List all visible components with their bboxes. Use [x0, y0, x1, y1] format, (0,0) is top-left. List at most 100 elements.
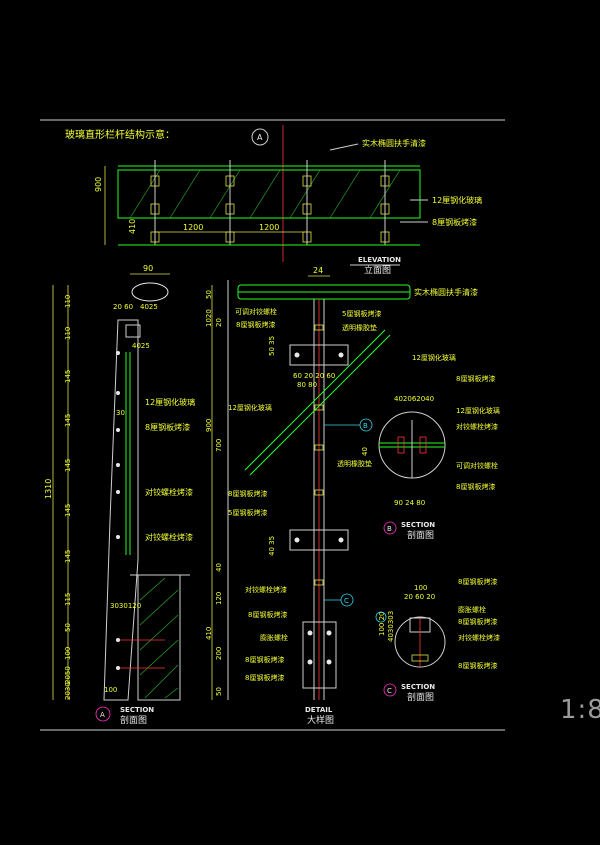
section-b-callout-5: 8厘钢板烤漆	[456, 482, 495, 491]
section-b-callout-2: 12厘钢化玻璃	[456, 406, 500, 415]
drawing-title: 玻璃直形栏杆结构示意：	[65, 128, 175, 141]
section-b-label-en: SECTION	[401, 521, 435, 529]
section-a-marker: A	[100, 711, 105, 719]
section-a-slab-hatch	[139, 577, 179, 699]
section-a-callout-3: 对铰螺栓烤漆	[145, 487, 193, 497]
section-a-dim-right-6: 120	[215, 592, 223, 605]
elevation-label-cn: 立面图	[364, 264, 391, 276]
detail-label-cn: 大样图	[307, 714, 334, 726]
section-a-post	[103, 319, 139, 701]
detail-glass-diagonal	[244, 329, 386, 471]
section-c-view: 100 20 60 20 100 20 4030303 8厘钢板烤漆 膨胀螺栓 …	[375, 577, 500, 703]
section-b-dim-40: 40	[361, 447, 369, 456]
detail-callout-9: 对铰螺栓烤漆	[245, 585, 287, 594]
section-a-dim-left-8: 50	[64, 623, 72, 632]
section-a-dim-right-5: 40	[215, 563, 223, 572]
section-a-dim-total: 1310	[44, 479, 53, 499]
detail-label-en: DETAIL	[305, 706, 333, 714]
section-a-dim-30: 30	[116, 409, 125, 417]
elevation-dim-span-1: 1200	[183, 223, 203, 232]
section-a-dim-right-values: 50 1020 20 900 700 40 120 410 200 50	[205, 290, 223, 696]
section-b-marker: B	[387, 525, 392, 533]
section-b-callout-4: 可调对铰螺栓	[456, 461, 498, 470]
scale-label: 1:8	[560, 695, 600, 725]
section-a-dim-base: 3030120	[110, 602, 141, 610]
detail-callout-8: 5厘钢板烤漆	[228, 508, 267, 517]
detail-callout-10: 8厘钢板烤漆	[248, 610, 287, 619]
section-c-dim-top: 100	[414, 584, 427, 592]
section-a-top-plate	[125, 324, 141, 338]
section-a-bolts	[116, 351, 120, 670]
detail-callout-13: 8厘钢板烤漆	[245, 673, 284, 682]
detail-lower-bolt-left	[294, 537, 300, 543]
section-a-handrail-oval	[131, 282, 169, 302]
section-a-callout-4: 对铰螺栓烤漆	[145, 532, 193, 542]
section-b-marker-circle	[383, 521, 397, 535]
section-c-marker: C	[387, 687, 392, 695]
detail-base-bolt-1	[307, 630, 313, 636]
section-c-callout-5: 8厘钢板烤漆	[458, 661, 497, 670]
elevation-marker: A	[257, 133, 263, 142]
section-a-dim-right-3: 900	[205, 419, 213, 432]
detail-upper-bolt-right	[338, 352, 344, 358]
section-a-dim-bottom: 100	[104, 686, 117, 694]
section-a-dim-top-parts-2: 4025	[140, 303, 158, 311]
section-a-callout-1: 12厘钢化玻璃	[145, 397, 195, 407]
section-b-callout-6: 透明橡胶垫	[337, 459, 372, 468]
detail-dim-plate-2: 80 80	[297, 381, 317, 389]
section-a-dim-top-width: 90	[143, 264, 153, 273]
section-c-base	[411, 654, 429, 662]
section-c-dim-side-2: 4030303	[387, 611, 395, 642]
section-b-label-cn: 剖面图	[407, 529, 434, 541]
section-a-dim-left-4: 145	[64, 459, 72, 472]
section-c-label-en: SECTION	[401, 683, 435, 691]
section-a-label-en: SECTION	[120, 706, 154, 714]
section-a-anchor-bolts	[120, 639, 165, 669]
section-a-dim-right-8: 200	[215, 647, 223, 660]
detail-marker-b: B	[363, 422, 368, 430]
detail-callout-0: 实木椭圆扶手清漆	[414, 287, 478, 297]
section-b-callout-3: 对铰螺栓烤漆	[456, 422, 498, 431]
section-b-dim-bottom: 90 24 80	[394, 499, 425, 507]
section-b-view: 402062040 40 90 24 80 8厘钢板烤漆 12厘钢化玻璃 对铰螺…	[337, 374, 500, 541]
elevation-glass-panel	[117, 169, 421, 219]
section-a-dim-left-5: 145	[64, 504, 72, 517]
section-a-dim-left-6: 145	[64, 550, 72, 563]
section-b-bolt-right	[419, 436, 427, 454]
section-a-dim-left-values: 110 110 145 145 145 145 145 115 50 100 2…	[64, 295, 72, 700]
detail-lower-plate	[289, 529, 349, 551]
section-a-dim-right-4: 700	[215, 439, 223, 452]
section-a-dim-right-1: 1020	[205, 309, 213, 327]
detail-callout-3: 5厘钢板烤漆	[342, 309, 381, 318]
detail-upper-plate	[289, 344, 349, 366]
section-a-label-cn: 剖面图	[120, 714, 147, 726]
elevation-callout-2: 12厘钢化玻璃	[432, 195, 482, 205]
detail-base-plate	[302, 621, 337, 689]
detail-dim-lower: 40 35	[268, 536, 276, 556]
detail-lower-bolt-right	[338, 537, 344, 543]
detail-base-bolt-3	[307, 659, 313, 665]
elevation-dim-height: 900	[94, 177, 103, 192]
detail-view: 24 实木椭圆扶手清漆 60 20 20 60 80 80 50 35 40 3…	[227, 266, 478, 726]
section-a-dim-top-parts: 20 60	[113, 303, 133, 311]
section-a-dim-left-11: 2030	[64, 682, 72, 700]
elevation-callout-leader-1	[329, 143, 359, 151]
elevation-glass-hatch	[129, 169, 401, 219]
section-c-marker-b-circle	[375, 611, 387, 623]
detail-callout-12: 8厘钢板烤漆	[245, 655, 284, 664]
detail-base-bolt-2	[326, 630, 332, 636]
elevation-view: A 900 410 1200 1200	[94, 125, 482, 276]
detail-marker-c: C	[344, 597, 349, 605]
section-c-dim-parts: 20 60 20	[404, 593, 435, 601]
section-c-callout-1: 8厘钢板烤漆	[458, 577, 497, 586]
section-a-dim-left-9: 100	[64, 647, 72, 660]
elevation-posts	[150, 160, 390, 245]
elevation-callout-3: 8厘钢板烤漆	[432, 217, 477, 227]
section-c-callout-4: 8厘钢板烤漆	[458, 617, 497, 626]
detail-callout-1: 可调对铰螺栓	[235, 307, 277, 316]
section-c-label-cn: 剖面图	[407, 691, 434, 703]
elevation-callout-1: 实木椭圆扶手清漆	[362, 138, 426, 148]
section-a-view: 90 20 60 4025 4025 30 3030120 100	[44, 264, 223, 726]
detail-callout-11: 膨胀螺栓	[260, 633, 288, 642]
